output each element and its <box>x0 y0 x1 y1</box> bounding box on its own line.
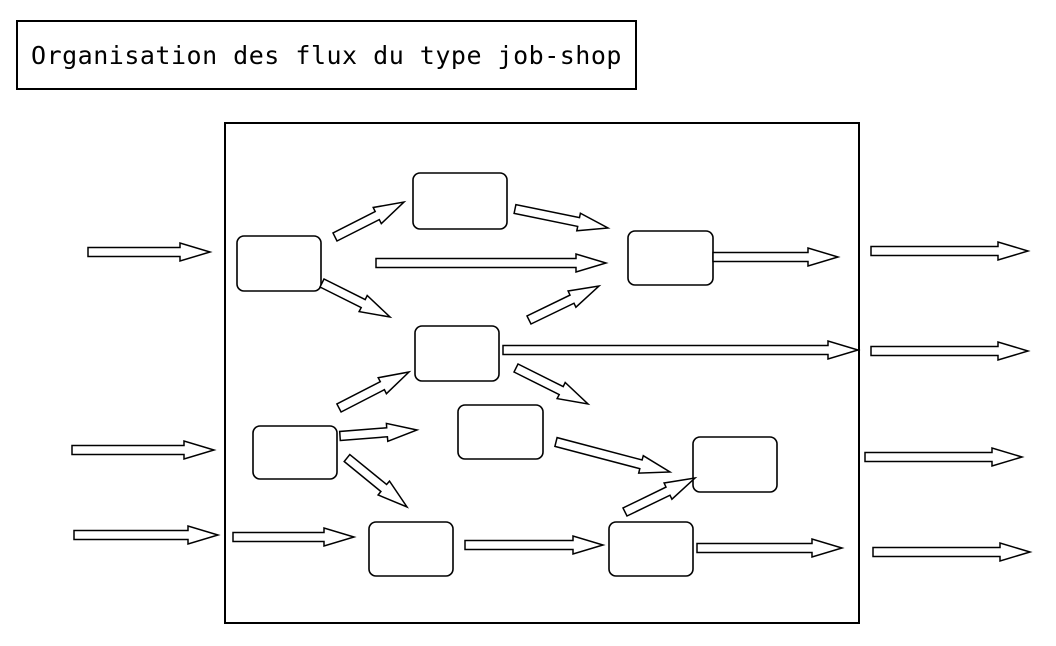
flow-arrow <box>864 446 1025 468</box>
flow-arrow <box>335 370 412 414</box>
flow-arrow <box>318 277 393 319</box>
flow-arrow <box>343 453 410 509</box>
flow-arrow <box>513 203 611 232</box>
workstation <box>412 172 508 230</box>
flow-arrow <box>870 340 1031 362</box>
flow-arrow <box>232 526 357 548</box>
flow-arrow <box>464 534 606 556</box>
flow-arrow <box>525 284 602 325</box>
flow-arrow <box>375 252 609 274</box>
flow-arrow <box>338 422 420 443</box>
flow-arrow <box>331 200 407 243</box>
workstation <box>252 425 338 480</box>
flow-arrows <box>71 200 1033 563</box>
flow-arrow <box>712 246 841 268</box>
flow-arrow <box>872 541 1033 563</box>
workstation <box>608 521 694 577</box>
workstation <box>627 230 714 286</box>
flow-arrow <box>870 240 1031 262</box>
flow-arrow <box>71 439 217 461</box>
workstations <box>236 172 778 577</box>
flow-arrow <box>512 362 591 406</box>
workstation <box>236 235 322 292</box>
workstation <box>692 436 778 493</box>
flow-arrow <box>553 436 673 474</box>
flow-arrow <box>696 537 845 559</box>
workstation <box>414 325 500 382</box>
workstation <box>457 404 544 460</box>
title-box: Organisation des flux du type job-shop <box>16 20 637 90</box>
workshop-boundary <box>224 122 860 624</box>
workstation <box>368 521 454 577</box>
flow-arrow <box>73 524 221 546</box>
flow-arrow <box>621 476 698 517</box>
diagram-title: Organisation des flux du type job-shop <box>31 40 622 70</box>
flow-arrow <box>502 339 861 361</box>
flow-arrow <box>87 241 213 263</box>
